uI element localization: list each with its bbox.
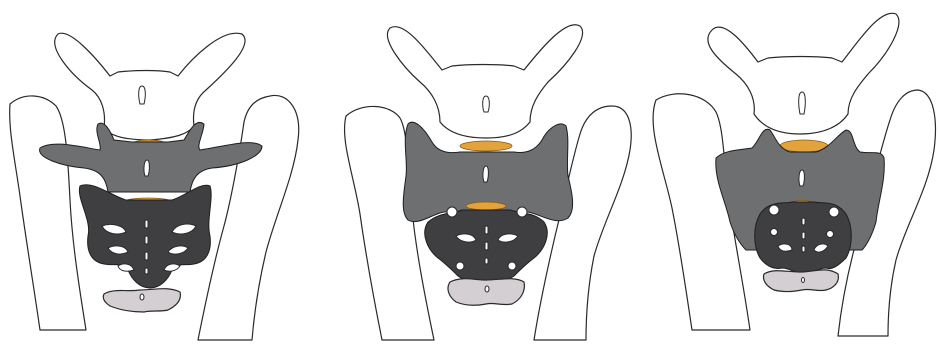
sacral-foramen [517, 207, 527, 217]
sacral-crest-slot [145, 236, 148, 244]
sacral-crest-slot [485, 226, 488, 234]
left-ilium-outline [10, 96, 86, 330]
l5-neural-foramen [483, 96, 490, 112]
panel-middle [345, 25, 632, 340]
l5-neural-foramen [799, 92, 806, 114]
sacral-crest-slot [802, 218, 805, 225]
coccygeal-foramen [802, 278, 805, 283]
l5-vertebra-outline [708, 13, 899, 134]
l5-vertebra-outline [387, 25, 582, 138]
sacral-foramen [508, 262, 516, 270]
right-ilium-outline [198, 95, 299, 340]
sacral-foramen [456, 262, 464, 270]
sacral-foramen [769, 205, 779, 215]
sacral-crest-slot [145, 252, 148, 260]
sacral-crest-slot [145, 268, 148, 274]
panel-left [10, 33, 299, 340]
l6-foramen [483, 166, 488, 182]
sacral-foramen [771, 229, 778, 236]
coccygeal-foramen [140, 294, 144, 300]
sacral-foramen [829, 207, 839, 217]
l5-neural-foramen [139, 86, 146, 104]
sacral-crest-slot [485, 242, 488, 250]
coccygeal-foramen [485, 286, 489, 292]
sacral-crest-slot [485, 258, 488, 264]
sacral-crest-slot [802, 246, 805, 252]
disc-lower [466, 202, 506, 210]
l6-foramen [144, 160, 149, 176]
coccygeal-vertebra [763, 270, 838, 292]
sacral-crest-slot [145, 220, 148, 228]
disc-upper [460, 141, 512, 151]
sacral-foramen [827, 231, 834, 238]
l6-foramen [799, 170, 804, 186]
panel-right [653, 13, 935, 336]
l5-vertebra-outline [55, 33, 245, 140]
sacral-foramen [447, 207, 457, 217]
sacral-crest-slot [802, 232, 805, 239]
